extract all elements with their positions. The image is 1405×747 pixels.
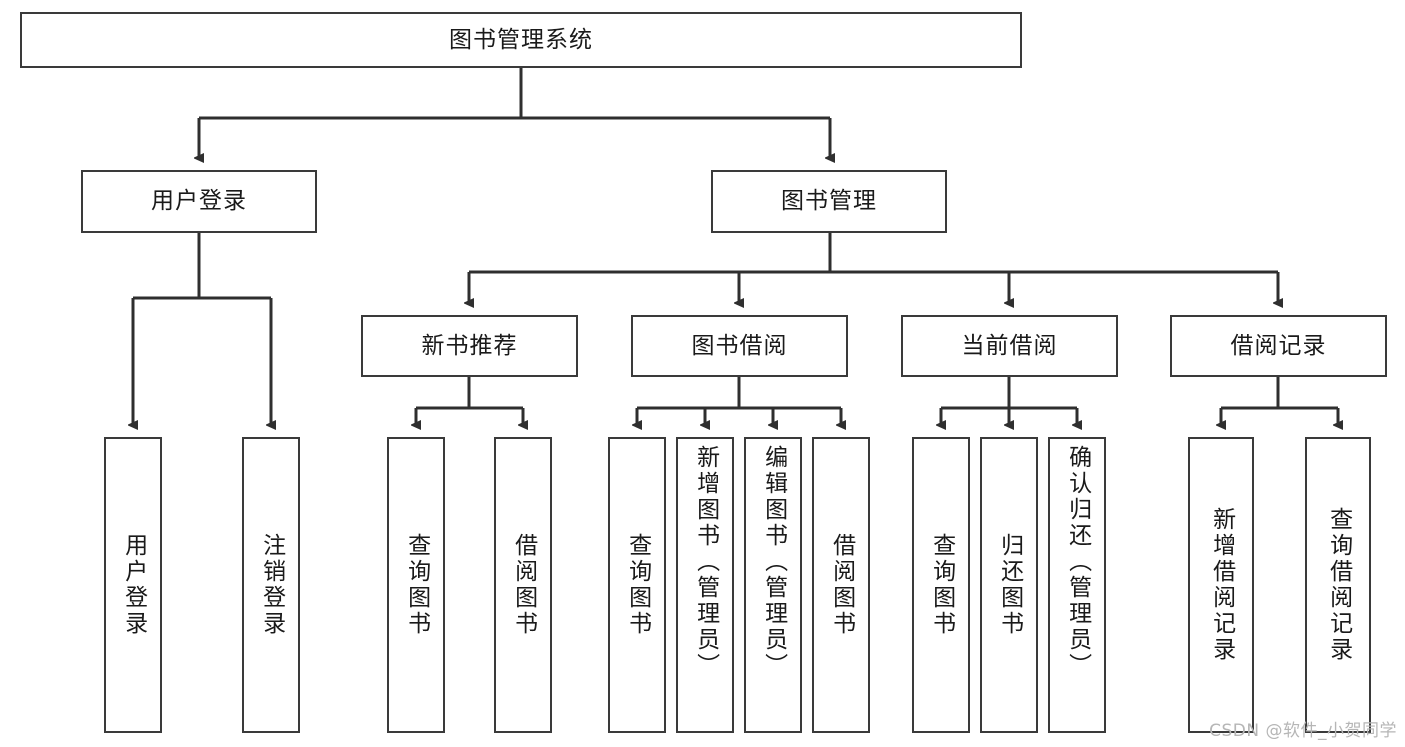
node-new-book-recommend[interactable]: 新书推荐 <box>361 315 578 377</box>
node-label: 归还图书 <box>996 533 1023 637</box>
node-leaf-query-book-current[interactable]: 查询图书 <box>912 437 970 733</box>
node-label: 新书推荐 <box>421 332 518 359</box>
node-leaf-user-login[interactable]: 用户登录 <box>104 437 162 733</box>
node-label: 新增图书（管理员） <box>692 445 719 679</box>
node-leaf-return-book[interactable]: 归还图书 <box>980 437 1038 733</box>
node-leaf-add-book-admin[interactable]: 新增图书（管理员） <box>676 437 734 733</box>
node-label: 查询图书 <box>624 533 651 637</box>
node-label: 查询图书 <box>403 533 430 637</box>
node-current-borrow[interactable]: 当前借阅 <box>901 315 1118 377</box>
node-label: 图书借阅 <box>691 332 788 359</box>
node-label: 用户登录 <box>120 533 147 637</box>
node-label: 用户登录 <box>151 188 247 215</box>
node-label: 编辑图书（管理员） <box>760 445 787 679</box>
csdn-watermark: CSDN @软件_小贺同学 <box>1209 721 1397 741</box>
node-label: 当前借阅 <box>961 332 1058 359</box>
node-label: 新增借阅记录 <box>1208 507 1235 663</box>
node-borrow-record[interactable]: 借阅记录 <box>1170 315 1387 377</box>
node-label: 借阅记录 <box>1230 332 1327 359</box>
node-leaf-query-borrow-record[interactable]: 查询借阅记录 <box>1305 437 1371 733</box>
node-book-management[interactable]: 图书管理 <box>711 170 947 233</box>
node-leaf-edit-book-admin[interactable]: 编辑图书（管理员） <box>744 437 802 733</box>
node-label: 图书管理系统 <box>449 26 593 53</box>
node-label: 查询借阅记录 <box>1325 507 1352 663</box>
node-label: 借阅图书 <box>828 533 855 637</box>
node-leaf-borrow-book[interactable]: 借阅图书 <box>812 437 870 733</box>
node-leaf-logout[interactable]: 注销登录 <box>242 437 300 733</box>
node-leaf-query-book-borrow[interactable]: 查询图书 <box>608 437 666 733</box>
node-label: 借阅图书 <box>510 533 537 637</box>
node-leaf-confirm-return-admin[interactable]: 确认归还（管理员） <box>1048 437 1106 733</box>
node-leaf-borrow-book-recommend[interactable]: 借阅图书 <box>494 437 552 733</box>
node-label: 查询图书 <box>928 533 955 637</box>
node-leaf-add-borrow-record[interactable]: 新增借阅记录 <box>1188 437 1254 733</box>
node-root-book-management-system[interactable]: 图书管理系统 <box>20 12 1022 68</box>
node-label: 注销登录 <box>258 533 285 637</box>
node-book-borrow[interactable]: 图书借阅 <box>631 315 848 377</box>
node-leaf-query-book-recommend[interactable]: 查询图书 <box>387 437 445 733</box>
node-label: 确认归还（管理员） <box>1064 445 1091 679</box>
node-user-login[interactable]: 用户登录 <box>81 170 317 233</box>
node-label: 图书管理 <box>781 188 877 215</box>
